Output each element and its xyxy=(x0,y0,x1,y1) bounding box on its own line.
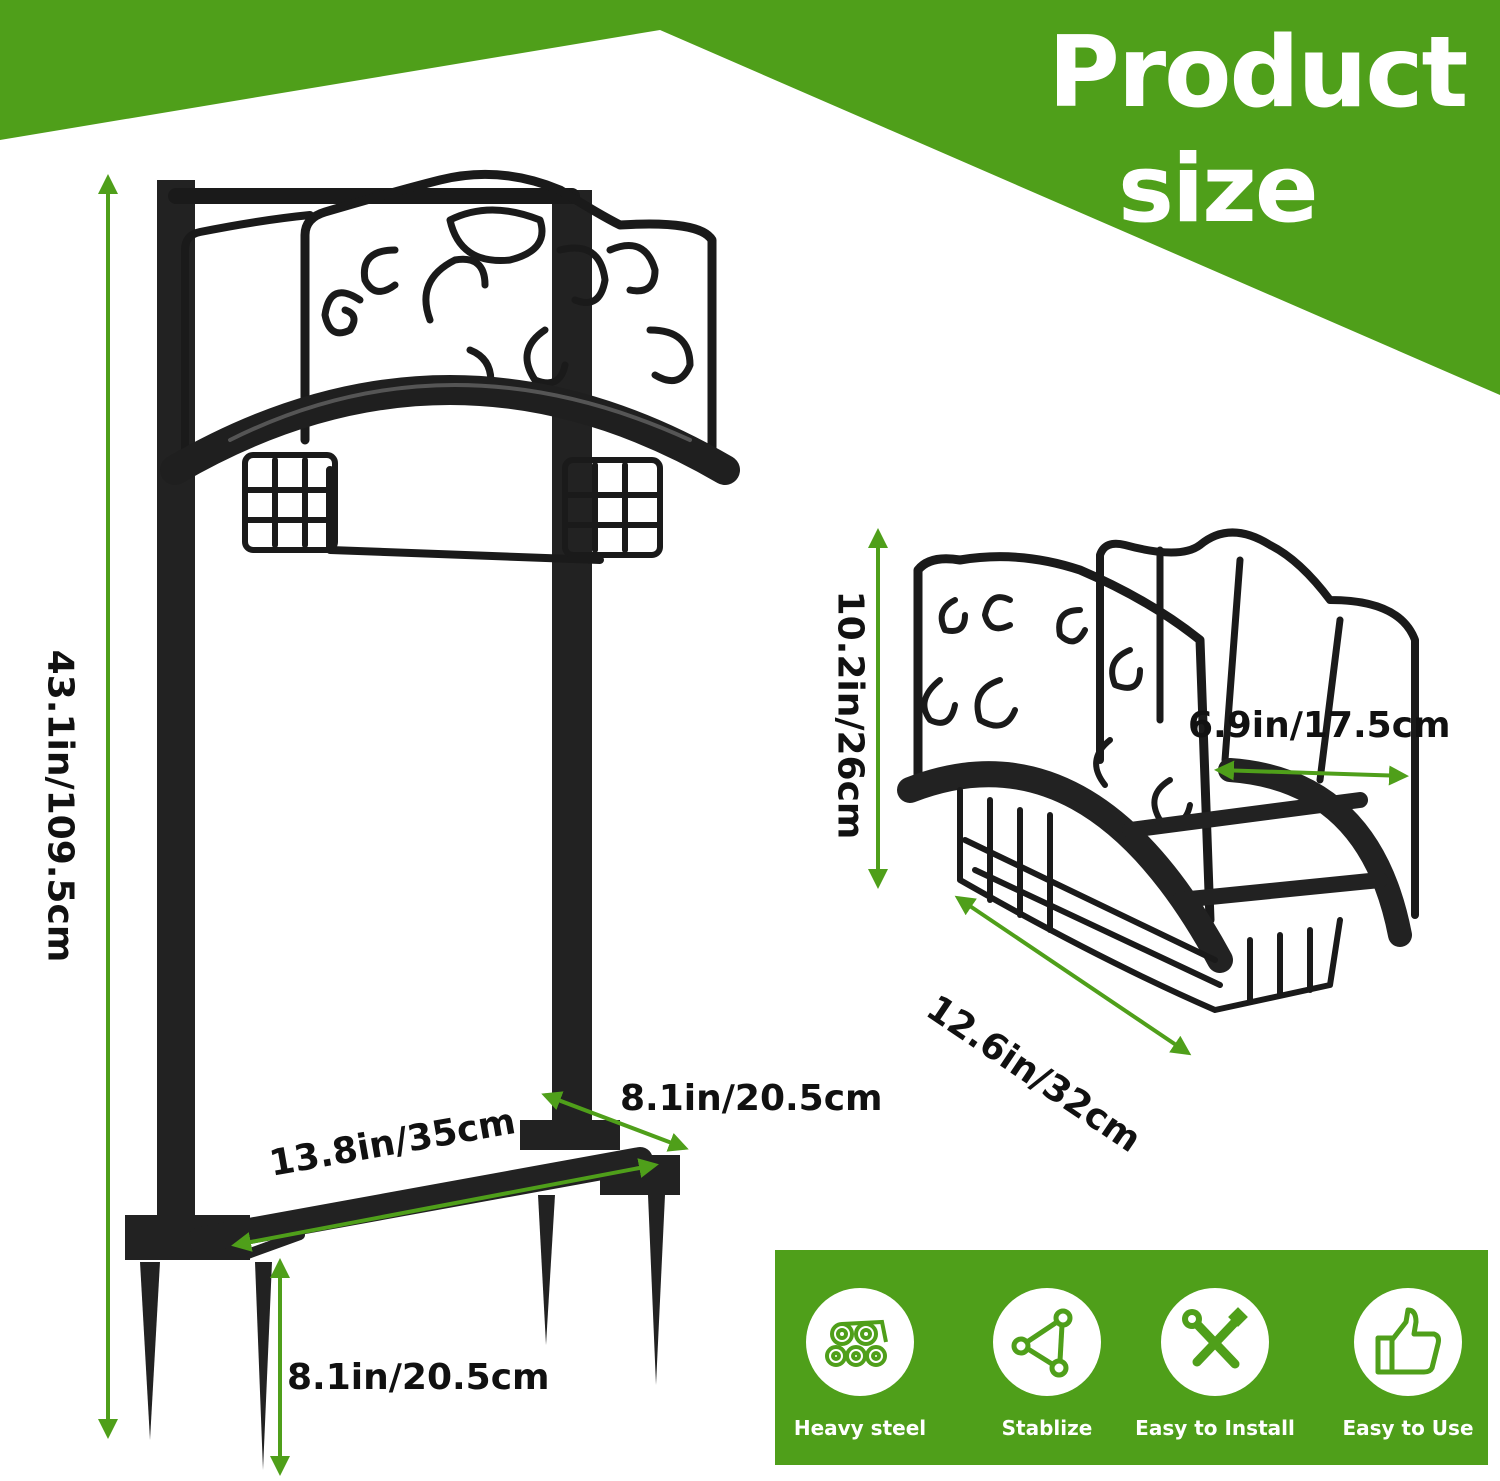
feature-easy-install: Easy to Install xyxy=(1130,1288,1300,1440)
holder-depth-label: 6.9in/17.5cm xyxy=(1188,705,1451,746)
page-title-line1: Product xyxy=(1048,16,1468,130)
steel-logs-icon xyxy=(806,1288,914,1396)
feature-heavy-steel: Heavy steel xyxy=(775,1288,945,1440)
holder-height-label: 10.2in/26cm xyxy=(829,590,871,840)
feature-label: Easy to Use xyxy=(1342,1416,1474,1440)
holder-width-arrow xyxy=(954,895,1192,1056)
feature-label: Easy to Install xyxy=(1135,1416,1295,1440)
feature-label: Stablize xyxy=(1001,1416,1093,1440)
feature-stablize: Stablize xyxy=(962,1288,1132,1440)
feature-label: Heavy steel xyxy=(793,1416,927,1440)
stake-length-label: 8.1in/20.5cm xyxy=(287,1357,550,1398)
holder-depth-arrow xyxy=(1214,760,1409,786)
base-width-arrow xyxy=(231,1158,659,1252)
stand-height-label: 43.1in/109.5cm xyxy=(39,649,81,963)
page-title-line2: size xyxy=(1118,135,1319,244)
base-depth-arrow xyxy=(541,1091,689,1152)
triangle-nodes-icon xyxy=(993,1288,1101,1396)
feature-easy-use: Easy to Use xyxy=(1323,1288,1493,1440)
features-panel: Heavy steel Stablize xyxy=(775,1250,1488,1465)
wrench-screwdriver-icon xyxy=(1161,1288,1269,1396)
thumbs-up-icon xyxy=(1354,1288,1462,1396)
base-depth-label: 8.1in/20.5cm xyxy=(620,1078,883,1119)
